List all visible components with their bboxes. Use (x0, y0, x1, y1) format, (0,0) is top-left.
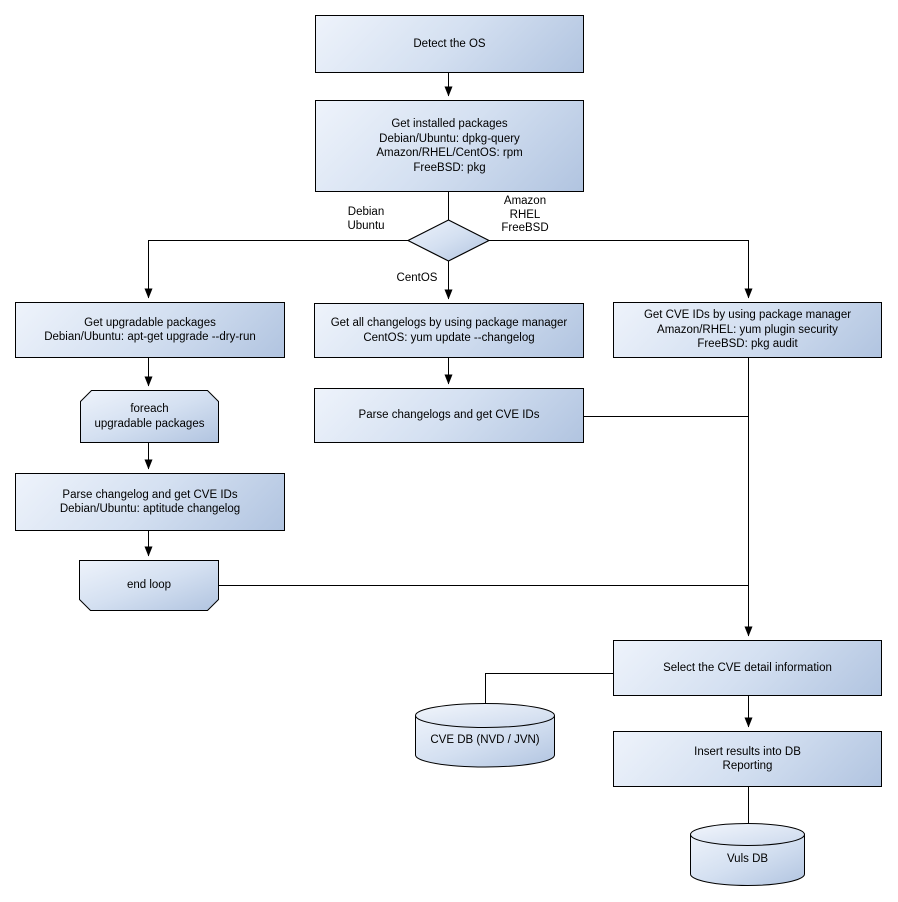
edge-label-amazon-rhel-freebsd: Amazon RHEL FreeBSD (501, 195, 549, 234)
edge-label-centos: CentOS (396, 272, 438, 284)
node-insert-results-label: Insert results into DB Reporting (694, 745, 801, 773)
decision-os-diamond (407, 219, 490, 262)
node-get-all-changelogs-label: Get all changelogs by using package mana… (330, 317, 568, 344)
node-get-upgradable-packages-label: Get upgradable packages Debian/Ubuntu: a… (44, 316, 256, 344)
database-cve-db-label: CVE DB (NVD / JVN) (430, 734, 540, 747)
node-insert-results: Insert results into DB Reporting (613, 731, 882, 787)
node-parse-changelogs-centos-label: Parse changelogs and get CVE IDs (358, 409, 540, 422)
node-get-installed-packages-label: Get installed packages Debian/Ubuntu: dp… (376, 118, 523, 174)
loop-end-label: end loop (126, 579, 172, 592)
node-detect-os: Detect the OS (315, 15, 584, 73)
database-vuls-db-label: Vuls DB (726, 853, 769, 866)
node-parse-changelog-debian: Parse changelog and get CVE IDs Debian/U… (15, 473, 285, 531)
database-vuls-db: Vuls DB (690, 823, 805, 886)
node-select-cve-detail-label: Select the CVE detail information (663, 661, 832, 674)
loop-start-foreach-label: foreach upgradable packages (94, 403, 205, 430)
node-get-upgradable-packages: Get upgradable packages Debian/Ubuntu: a… (15, 302, 285, 358)
edge-label-debian-ubuntu: Debian Ubuntu (347, 206, 385, 232)
node-get-installed-packages: Get installed packages Debian/Ubuntu: dp… (315, 100, 584, 192)
node-select-cve-detail: Select the CVE detail information (613, 640, 882, 696)
database-cve-db: CVE DB (NVD / JVN) (415, 703, 555, 768)
node-parse-changelog-debian-label: Parse changelog and get CVE IDs Debian/U… (59, 488, 241, 516)
node-get-cve-ids-pkg-manager-label: Get CVE IDs by using package manager Ama… (643, 309, 852, 351)
loop-start-foreach: foreach upgradable packages (80, 390, 219, 443)
node-detect-os-label: Detect the OS (413, 37, 486, 50)
node-get-all-changelogs: Get all changelogs by using package mana… (314, 303, 584, 358)
node-get-cve-ids-pkg-manager: Get CVE IDs by using package manager Ama… (613, 302, 882, 358)
loop-end: end loop (79, 560, 219, 611)
node-parse-changelogs-centos: Parse changelogs and get CVE IDs (314, 388, 584, 443)
